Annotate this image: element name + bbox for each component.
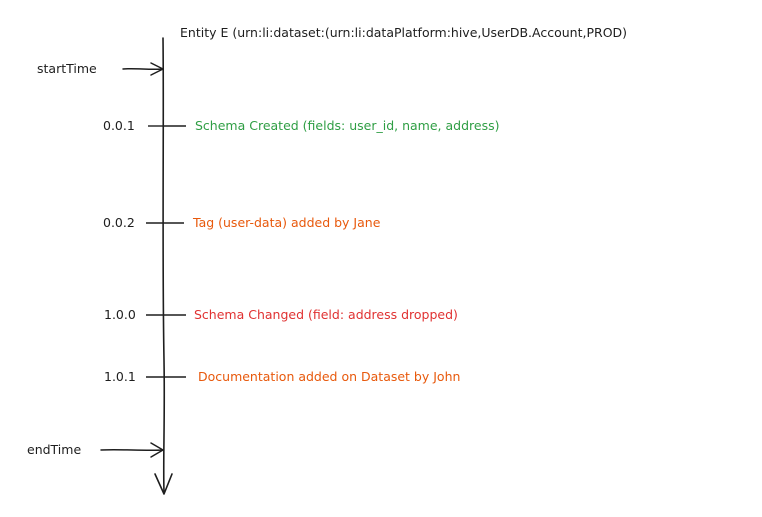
end-arrow xyxy=(100,448,164,452)
event-description: Schema Created (fields: user_id, name, a… xyxy=(195,118,500,133)
event-description: Tag (user-data) added by Jane xyxy=(193,215,381,230)
event-version: 1.0.0 xyxy=(104,307,136,322)
event-version: 0.0.2 xyxy=(103,215,135,230)
event-version: 0.0.1 xyxy=(103,118,135,133)
event-description: Documentation added on Dataset by John xyxy=(198,369,461,384)
end-time-label: endTime xyxy=(27,442,82,457)
event-version: 1.0.1 xyxy=(104,369,136,384)
start-arrow xyxy=(122,67,164,71)
timeline-axis xyxy=(162,37,166,493)
start-arrowhead-icon xyxy=(150,62,164,76)
entity-title: Entity E (urn:li:dataset:(urn:li:dataPla… xyxy=(180,25,628,40)
timeline-arrowhead-icon xyxy=(154,473,173,495)
start-time-label: startTime xyxy=(37,61,97,76)
event-description: Schema Changed (field: address dropped) xyxy=(194,307,458,322)
end-arrowhead-icon xyxy=(150,442,164,458)
